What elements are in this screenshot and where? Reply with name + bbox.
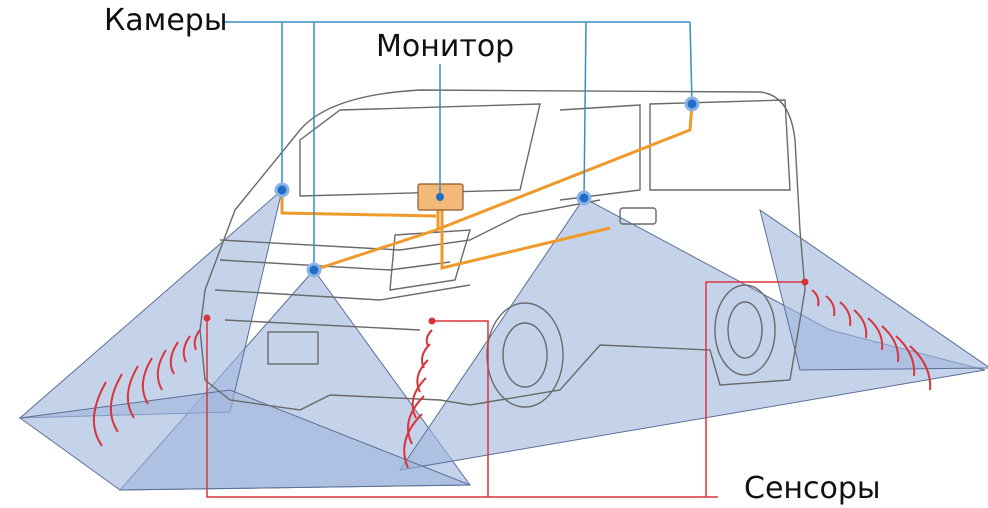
camera-dot [576,190,592,206]
camera-dot [274,182,290,198]
sensor-waves [92,289,932,469]
sensor-dot [428,317,436,325]
cameras-label: Камеры [104,3,228,38]
camera-leader-lines [222,21,693,270]
rear-camera-cone [759,208,988,371]
sensor-dot [203,314,211,322]
camera-dot [306,262,322,278]
sensor-leader-lines [203,278,809,498]
camera-coverage-areas [18,188,988,491]
cameras [274,96,700,278]
sensor-dot [801,278,809,286]
right-mirror-cone [398,197,986,471]
monitor-label: Монитор [376,29,515,64]
van-outline [199,89,806,411]
wiring [280,103,694,272]
monitor-dot [436,193,444,201]
camera-dot [684,96,700,112]
sensors-label: Сенсоры [744,471,881,506]
